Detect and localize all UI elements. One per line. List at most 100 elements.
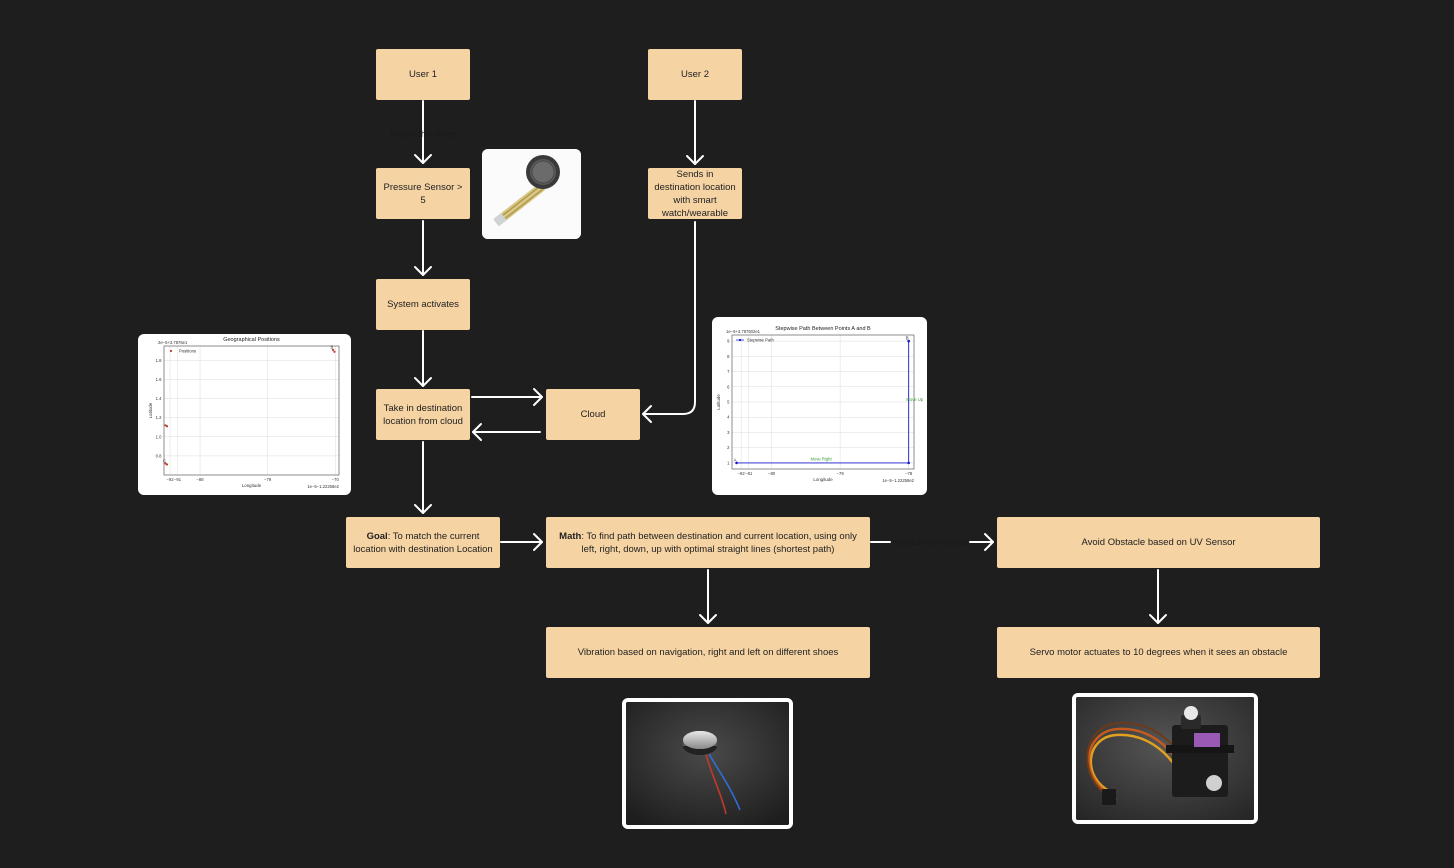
- annotation: Move Right: [811, 456, 833, 461]
- chart-title: Stepwise Path Between Points A and B: [775, 326, 871, 332]
- node-vibration-label: Vibration based on navigation, right and…: [577, 647, 839, 658]
- scatter-point: [333, 350, 336, 353]
- chart-geographical-positions: Geographical Positions 2e−5+3.7876e1 1e−5−…: [138, 334, 351, 495]
- chart-geo-svg: Geographical Positions 2e−5+3.7876e1 1e−5−…: [148, 337, 340, 489]
- chart-stepwise-path: Stepwise Path Between Points A and B 1e−6…: [712, 317, 927, 495]
- node-sends-destination: Sends in destination location with smart…: [648, 168, 742, 219]
- y-tick-label: 2: [727, 445, 730, 450]
- chart-title: Geographical Positions: [223, 337, 280, 343]
- x-tick-label: −80: [768, 471, 776, 476]
- point-label: A: [734, 457, 737, 462]
- x-tick-label: −79: [264, 477, 272, 482]
- chart-stepwise-svg: Stepwise Path Between Points A and B 1e−6…: [716, 326, 924, 483]
- scatter-point: [331, 348, 335, 351]
- node-pressure-label: Pressure Sensor > 5: [383, 181, 463, 206]
- node-avoid-label: Avoid Obstacle based on UV Sensor: [1081, 537, 1236, 548]
- y-axis-label: Latitude: [716, 394, 721, 410]
- x-tick-label: −78: [905, 471, 913, 476]
- y-tick-label: 9: [727, 339, 730, 344]
- node-math: Math: To find path between destination a…: [546, 517, 870, 568]
- node-avoid-obstacle: Avoid Obstacle based on UV Sensor: [997, 517, 1320, 568]
- node-user1-label: User 1: [409, 69, 437, 80]
- node-math-text: Math: To find path between destination a…: [556, 530, 860, 556]
- arrow-math-to-vibration: [699, 569, 717, 624]
- x-tick-label: −81: [745, 471, 753, 476]
- y-tick-label: 1.2: [156, 415, 162, 420]
- x-axis-label: Longitude: [242, 483, 262, 488]
- pressure-sensor-image: [482, 149, 581, 239]
- annotation: Move Up: [906, 397, 923, 402]
- arrow-math-to-avoid: [870, 533, 994, 551]
- y-tick-label: 1.8: [156, 358, 162, 363]
- arrow-user2-to-sends: [686, 100, 704, 165]
- y-tick-label: 4: [727, 415, 730, 420]
- node-user2-label: User 2: [681, 69, 709, 80]
- goal-bold: Goal: [366, 530, 388, 542]
- scatter-point: [165, 425, 169, 428]
- y-tick-label: 1.4: [156, 396, 162, 401]
- arrow-goal-to-math: [500, 533, 543, 551]
- node-system-activates: System activates: [376, 279, 470, 330]
- y-axis-label: Latitude: [148, 402, 153, 418]
- x-tick-label: −70: [332, 477, 340, 482]
- plot-frame: [731, 334, 915, 470]
- data-point: [735, 461, 738, 465]
- x-offset-text: 1e−5−1.22258e2: [307, 484, 339, 489]
- y-tick-label: 7: [727, 369, 730, 374]
- arrow-user1-to-pressure: [414, 100, 432, 164]
- y-tick-label: 1: [727, 460, 730, 465]
- x-tick-label: −92: [738, 471, 746, 476]
- y-tick-label: 6: [727, 384, 730, 389]
- math-rest: : To find path between destination and c…: [581, 530, 857, 555]
- arrow-pressure-to-activates: [414, 220, 432, 276]
- x-tick-label: −92: [166, 477, 174, 482]
- point-label: C: [163, 458, 166, 463]
- node-servo-label: Servo motor actuates to 10 degrees when …: [1029, 647, 1288, 658]
- scatter-point: [165, 463, 169, 466]
- vibration-motor-image: [622, 698, 793, 829]
- node-servo: Servo motor actuates to 10 degrees when …: [997, 627, 1320, 678]
- y-offset-text: 1e−6+3.787602e1: [726, 329, 761, 334]
- arrow-sends-to-cloud: [642, 221, 696, 423]
- node-pressure-sensor: Pressure Sensor > 5: [376, 168, 470, 219]
- y-tick-label: 5: [727, 400, 730, 405]
- y-tick-label: 8: [727, 354, 730, 359]
- edge-label-obstacle: obstacle avoidance: [892, 537, 970, 547]
- arrow-take-to-cloud: [471, 388, 543, 406]
- point-label: B: [330, 345, 333, 350]
- x-tick-label: −88: [196, 477, 204, 482]
- node-goal: Goal: To match the current location with…: [346, 517, 500, 568]
- x-tick-label: −91: [174, 477, 182, 482]
- data-point: [907, 339, 910, 343]
- data-point: [907, 461, 910, 465]
- legend-label: Stepwise Path: [747, 338, 774, 343]
- arrow-avoid-to-servo: [1149, 569, 1167, 624]
- coin-vibration-motor-photo: [626, 702, 789, 825]
- y-tick-label: 1.0: [156, 434, 162, 439]
- edge-label-wears: Wears the shoes: [390, 129, 458, 139]
- node-activates-label: System activates: [387, 299, 459, 310]
- force-sensitive-resistor-photo: [482, 149, 581, 239]
- x-axis-label: Longitude: [813, 477, 833, 482]
- math-bold: Math: [559, 530, 582, 542]
- node-user1: User 1: [376, 49, 470, 100]
- node-sends-label: Sends in destination location with smart…: [654, 168, 736, 219]
- y-tick-label: 0.8: [156, 453, 162, 458]
- node-goal-text: Goal: To match the current location with…: [352, 530, 494, 556]
- x-offset-text: 1e−5−1.22258e2: [882, 478, 914, 483]
- y-offset-text: 2e−5+3.7876e1: [158, 340, 188, 345]
- node-take-label: Take in destination location from cloud: [383, 402, 463, 427]
- y-tick-label: 3: [727, 430, 730, 435]
- legend-label: Positions: [179, 349, 196, 354]
- servo-motor-photo: [1076, 697, 1254, 820]
- node-vibration: Vibration based on navigation, right and…: [546, 627, 870, 678]
- servo-motor-image: [1072, 693, 1258, 824]
- legend-marker: [738, 338, 742, 342]
- x-tick-label: −79: [837, 471, 845, 476]
- arrow-take-to-goal: [414, 441, 432, 514]
- node-cloud-label: Cloud: [580, 409, 606, 420]
- node-user2: User 2: [648, 49, 742, 100]
- point-label: B: [906, 336, 909, 341]
- node-cloud: Cloud: [546, 389, 640, 440]
